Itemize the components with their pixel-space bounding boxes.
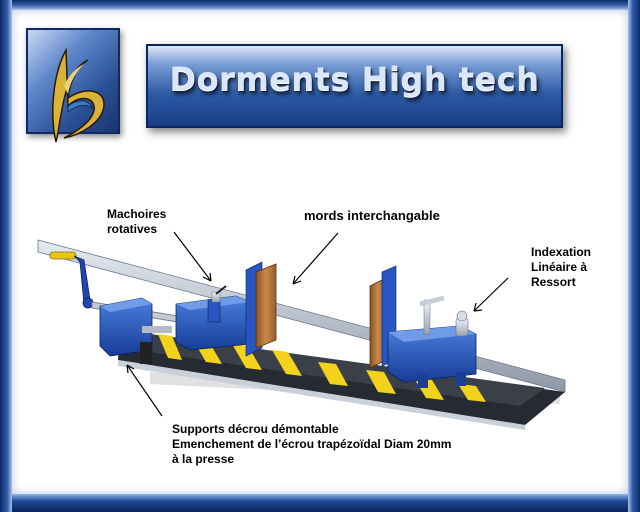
label-supports: Supports décrou démontable Emenchement d… [172, 422, 451, 467]
label-indexation-line2: Linéaire à [531, 260, 588, 274]
label-indexation: Indexation Linéaire à Ressort [531, 245, 591, 290]
label-supports-line3: à la presse [172, 452, 235, 466]
label-indexation-line1: Indexation [531, 245, 592, 259]
rotating-jaw-carriage [175, 285, 251, 351]
logo-tile [26, 28, 120, 143]
stylized-d-logo-icon [52, 47, 105, 143]
label-supports-line1: Supports décrou démontable [172, 422, 339, 436]
frame-right [628, 0, 640, 512]
label-supports-line2: Emenchement de l’écrou trapézoïdal Diam … [172, 437, 452, 451]
banner-title: Dorments High tech [169, 60, 540, 98]
label-machoires-line2: rotatives [107, 222, 158, 236]
indexing-carriage [387, 295, 477, 388]
frame-bottom [0, 494, 640, 512]
hazard-stripes [158, 334, 486, 402]
frame-top [0, 0, 640, 10]
label-indexation-line3: Ressort [531, 275, 576, 289]
crank-handle [49, 251, 94, 309]
jaw-plate-left [245, 261, 277, 357]
annotation-arrows [126, 231, 509, 417]
label-machoires: Machoires rotatives [107, 207, 166, 237]
support-block-left [99, 297, 172, 364]
frame-left [0, 0, 12, 512]
label-machoires-line1: Machoires [107, 207, 167, 221]
label-mords: mords interchangable [304, 208, 440, 223]
title-banner: Dorments High tech [146, 44, 563, 128]
